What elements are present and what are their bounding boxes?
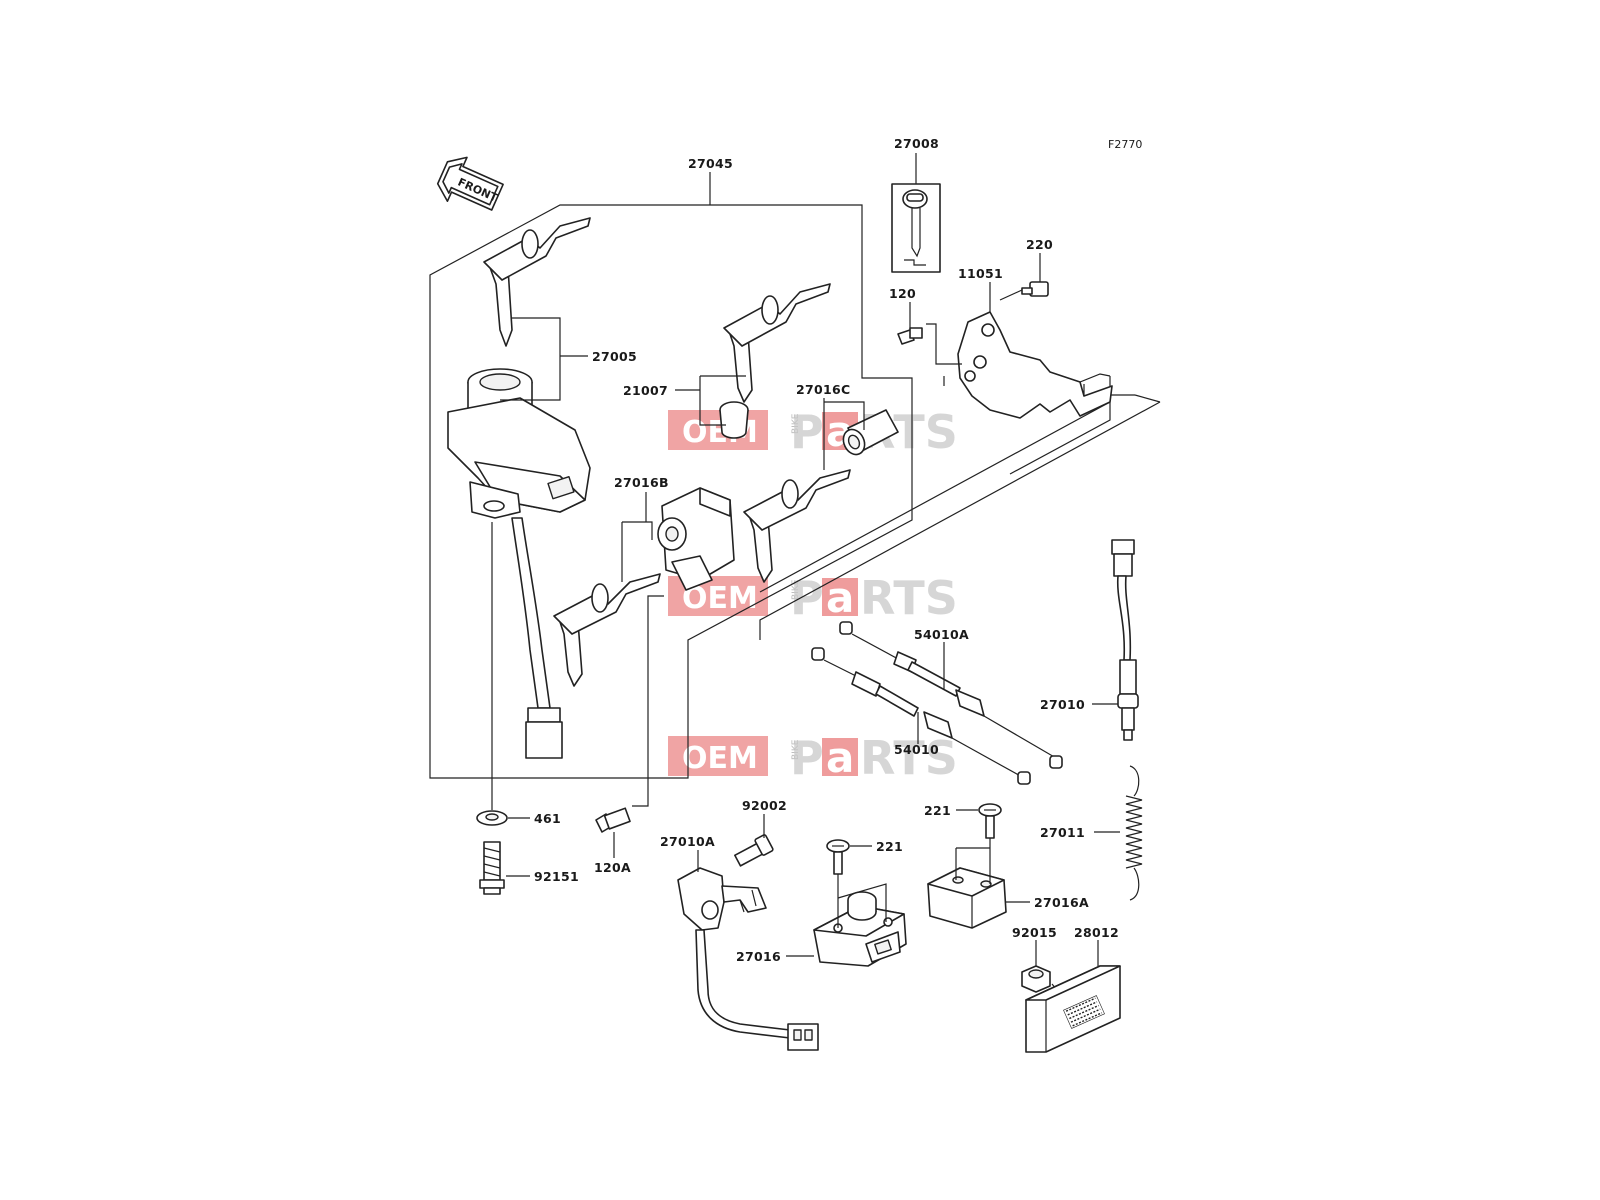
watermark-top: OEM BIKE P a RTS <box>668 405 958 459</box>
key-27005 <box>483 217 591 347</box>
cable-54010 <box>811 647 1031 785</box>
label-120: 120 <box>889 286 916 301</box>
label-27008: 27008 <box>894 136 939 151</box>
label-461: 461 <box>534 811 561 826</box>
svg-text:BIKE: BIKE <box>791 579 801 600</box>
screw-92002 <box>734 834 774 867</box>
label-92151: 92151 <box>534 869 579 884</box>
watermark-middle: OEM BIKE P a RTS <box>668 571 958 625</box>
lock-27016B <box>657 487 735 591</box>
switch-27010 <box>1111 539 1139 741</box>
label-27010: 27010 <box>1040 697 1085 712</box>
watermark-bottom: OEM BIKE P a RTS <box>668 731 958 785</box>
lock-27016C <box>842 409 899 456</box>
bolt-220 <box>1021 253 1049 297</box>
bolt-92151 <box>479 841 505 895</box>
svg-text:P: P <box>790 571 824 625</box>
block-27016A <box>927 867 1007 929</box>
cap-21007 <box>719 401 749 439</box>
cable-group-outline <box>759 394 1161 640</box>
washer-461 <box>476 810 508 826</box>
key-27016C <box>743 469 851 583</box>
label-27010A: 27010A <box>660 834 715 849</box>
label-54010A: 54010A <box>914 627 969 642</box>
svg-text:P: P <box>790 405 824 459</box>
label-92002: 92002 <box>742 798 787 813</box>
bracket-11051 <box>957 311 1113 419</box>
bolt-120A <box>595 807 631 833</box>
svg-text:a: a <box>826 733 854 782</box>
ignition-switch-27005 <box>447 368 591 759</box>
svg-text:RTS: RTS <box>860 571 958 625</box>
cable-54010A <box>839 621 1063 769</box>
label-21007: 21007 <box>623 383 668 398</box>
svg-text:OEM: OEM <box>682 741 758 776</box>
label-28012: 28012 <box>1074 925 1119 940</box>
label-11051: 11051 <box>958 266 1003 281</box>
kit-27045-outline <box>429 172 913 779</box>
screw-221-right <box>978 803 1002 839</box>
key-21007 <box>723 283 831 403</box>
label-27011: 27011 <box>1040 825 1085 840</box>
svg-text:BIKE: BIKE <box>791 413 801 434</box>
label-220: 220 <box>1026 237 1053 252</box>
label-54010: 54010 <box>894 742 939 757</box>
label-120A: 120A <box>594 860 631 875</box>
label-27016: 27016 <box>736 949 781 964</box>
key-27016B <box>553 573 661 687</box>
label-92015: 92015 <box>1012 925 1057 940</box>
svg-text:P: P <box>790 731 824 785</box>
label-27045: 27045 <box>688 156 733 171</box>
front-arrow-icon: FRONT <box>436 156 504 211</box>
label-27005: 27005 <box>592 349 637 364</box>
label-221-right: 221 <box>924 803 951 818</box>
nut-92015 <box>1021 965 1051 993</box>
lock-base-27016 <box>813 891 907 967</box>
svg-text:RTS: RTS <box>860 731 958 785</box>
label-27016C: 27016C <box>796 382 850 397</box>
svg-text:BIKE: BIKE <box>791 739 801 760</box>
figure-code: F2770 <box>1108 138 1142 151</box>
key-card-27008 <box>891 183 941 273</box>
switch-27010A <box>677 867 819 1051</box>
spring-27011 <box>1125 765 1143 901</box>
screw-221-left <box>826 839 850 875</box>
label-27016B: 27016B <box>614 475 669 490</box>
svg-text:a: a <box>826 573 854 622</box>
label-plate-28012 <box>1025 965 1121 1053</box>
label-221-left: 221 <box>876 839 903 854</box>
label-27016A: 27016A <box>1034 895 1089 910</box>
bolt-120 <box>897 327 923 345</box>
